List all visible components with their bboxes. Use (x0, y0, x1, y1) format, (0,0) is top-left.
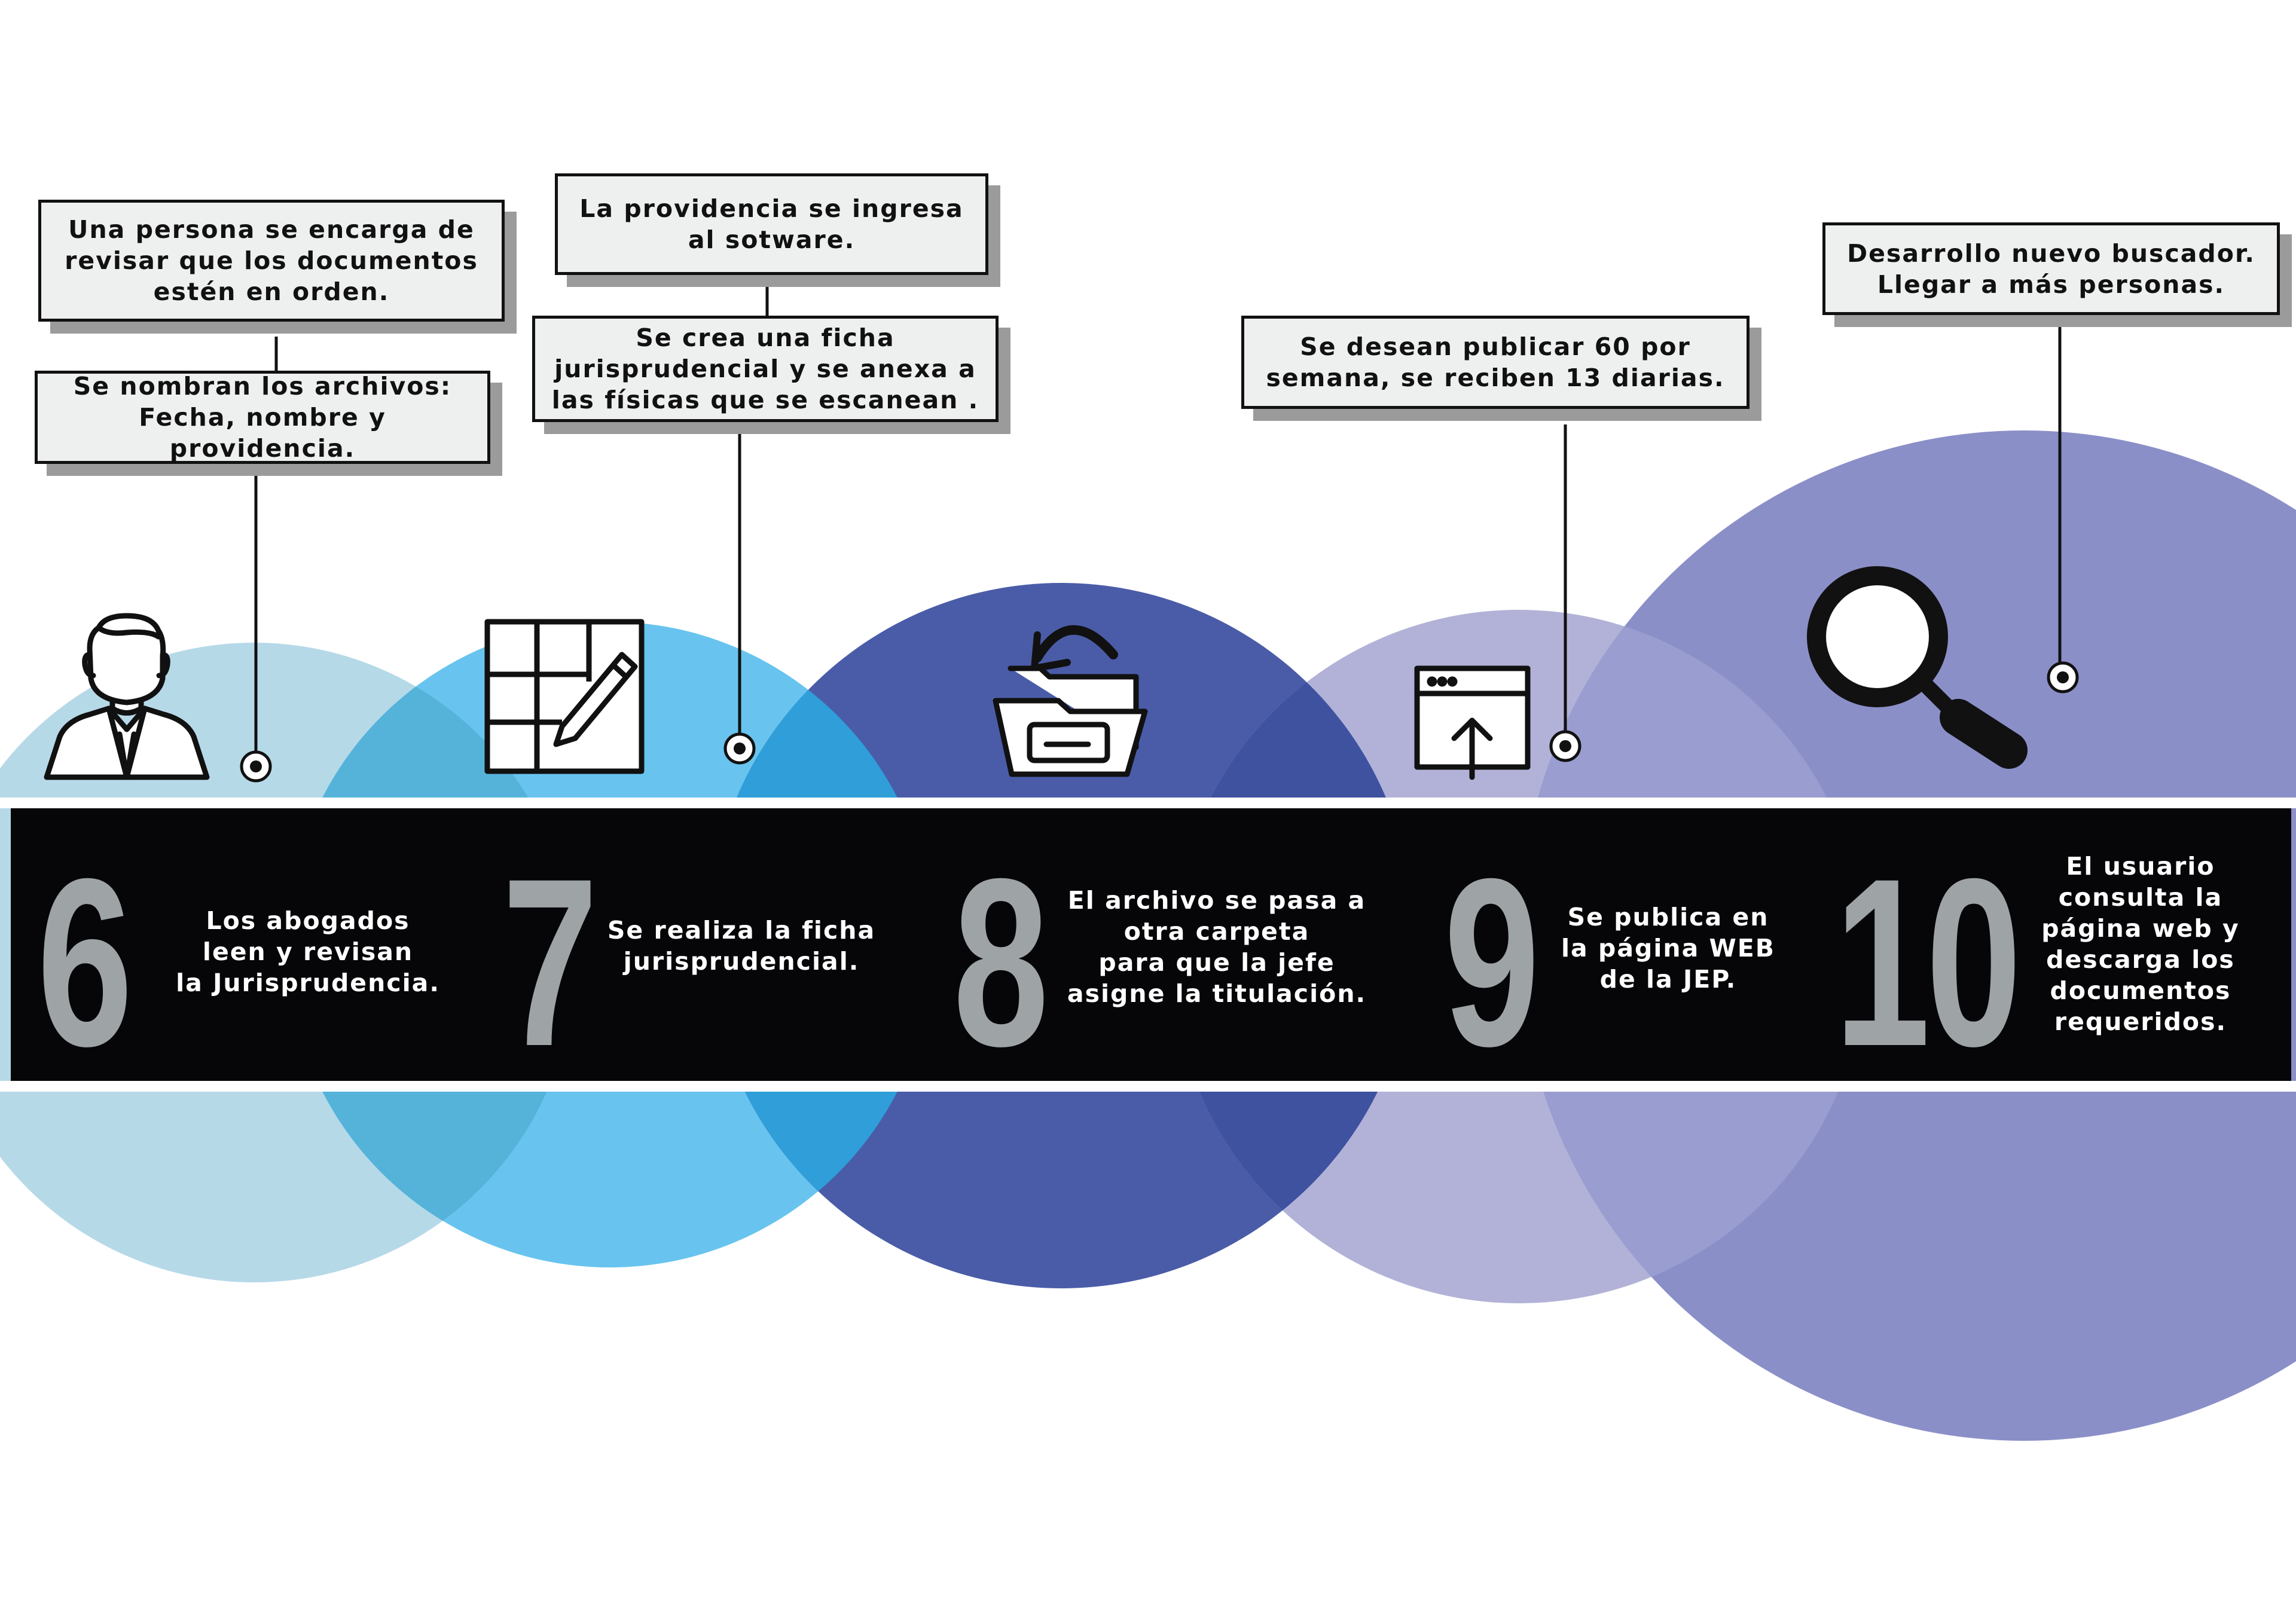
callout-create-record: Se crea una ficha jurisprudencial y se a… (532, 316, 999, 422)
step-10-text: El usuario consulta la página web y desc… (2041, 852, 2240, 1036)
form-edit-icon (484, 619, 645, 774)
callout-publish-goal: Se desean publicar 60 por semana, se rec… (1241, 316, 1750, 409)
steps-band (11, 808, 2291, 1081)
step-9-text: Se publica en la página WEB de la JEP. (1561, 903, 1776, 994)
step-6-number: 6 (37, 829, 133, 1096)
businessman-icon (44, 613, 210, 780)
step-9-number: 9 (1444, 829, 1540, 1096)
callout-new-search: Desarrollo nuevo buscador. Llegar a más … (1822, 222, 2280, 315)
step-6-text: Los abogados leen y revisan la Jurisprud… (176, 906, 440, 997)
step-7-text: Se realiza la ficha jurisprudencial. (607, 916, 876, 976)
callout-review-documents: Una persona se encarga de revisar que lo… (38, 200, 505, 322)
marker-step-10 (2047, 661, 2079, 693)
band-bottom-stripe (0, 1081, 2296, 1092)
web-upload-icon (1414, 665, 1531, 780)
magnifier-icon (1807, 566, 2028, 769)
callout-name-files: Se nombran los archivos: Fecha, nombre y… (35, 371, 490, 464)
step-8-number: 8 (953, 829, 1049, 1096)
marker-step-7 (723, 732, 756, 765)
marker-step-9 (1549, 730, 1581, 762)
step-7-number: 7 (502, 829, 598, 1096)
callout-enter-software: La providencia se ingresa al sotware. (555, 173, 988, 275)
step-10-number: 10 (1834, 829, 2022, 1096)
folder-transfer-icon (993, 625, 1148, 777)
band-top-stripe (0, 798, 2296, 808)
marker-step-6 (240, 750, 272, 783)
step-8-text: El archivo se pasa a otra carpeta para q… (1067, 886, 1367, 1008)
